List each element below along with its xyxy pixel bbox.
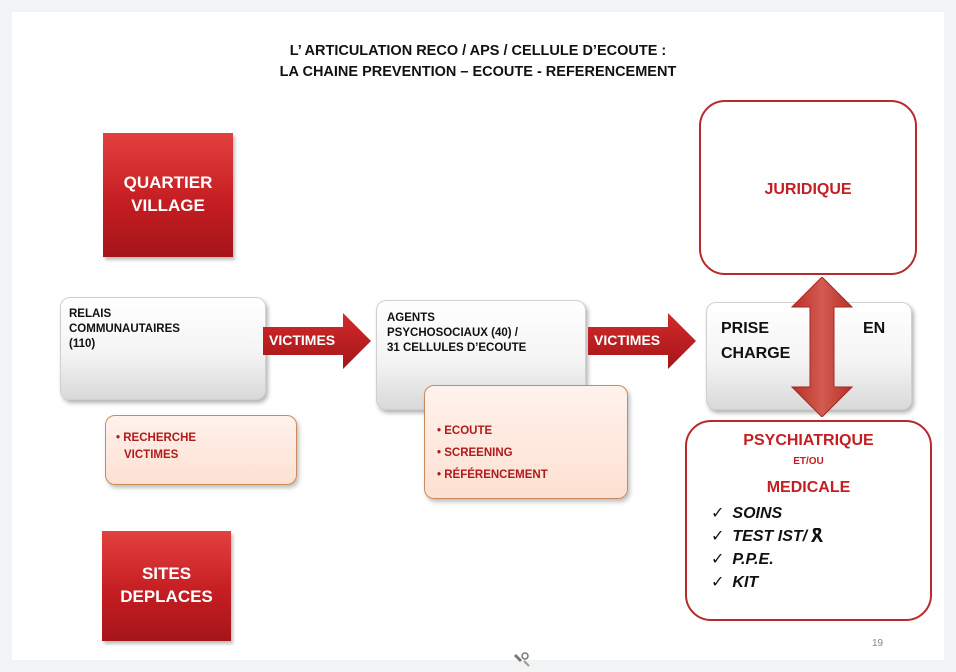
checklist-item: ✓ KIT: [711, 571, 824, 594]
quartier-village-box: QUARTIER VILLAGE: [103, 133, 233, 257]
ecoute-screening-box: • ECOUTE • SCREENING • RÉFÉRENCEMENT: [424, 385, 628, 499]
checklist: ✓ SOINS ✓ TEST IST/ ✓ P.P.E. ✓ KIT: [711, 502, 824, 594]
village-label: VILLAGE: [131, 196, 205, 215]
agents-line-2: PSYCHOSOCIAUX (40) /: [387, 327, 518, 339]
en-label: EN: [863, 320, 886, 337]
soins-label: SOINS: [732, 505, 783, 522]
awareness-ribbon-icon: [811, 528, 824, 542]
quartier-label: QUARTIER: [123, 173, 213, 193]
referencement-label: RÉFÉRENCEMENT: [444, 469, 548, 481]
victimes-label-2: VICTIMES: [594, 332, 661, 348]
tools-icon: [514, 652, 530, 667]
title-line-1: L’ ARTICULATION RECO / APS / CELLULE D’E…: [289, 43, 667, 59]
juridique-label: JURIDIQUE: [764, 181, 852, 198]
victimes-text: VICTIMES: [124, 449, 179, 461]
check-icon: ✓: [711, 551, 725, 568]
sites-label: SITES: [141, 564, 192, 584]
bullet-referencement: • RÉFÉRENCEMENT: [437, 469, 548, 481]
bullet-item: • RECHERCHE: [116, 432, 197, 444]
ppe-label: P.P.E.: [732, 551, 774, 568]
victimes-arrow-1: VICTIMES: [263, 313, 371, 369]
victimes-label-1: VICTIMES: [269, 332, 336, 348]
double-arrow-icon: [790, 277, 854, 417]
check-icon: ✓: [711, 505, 725, 522]
checklist-item: ✓ P.P.E.: [711, 548, 824, 571]
checklist-item: ✓ TEST IST/: [711, 525, 824, 548]
arrow-shape-icon: [263, 313, 371, 369]
bullet-ecoute: • ECOUTE: [437, 425, 493, 437]
prise-label: PRISE: [721, 320, 770, 337]
sites-deplaces-box: SITES DEPLACES: [102, 531, 231, 641]
medicale-label: MEDICALE: [766, 479, 851, 496]
checklist-item: ✓ SOINS: [711, 502, 824, 525]
psychiatrique-label: PSYCHIATRIQUE: [743, 432, 874, 449]
agents-line-3: 31 CELLULES D’ECOUTE: [387, 342, 527, 354]
check-icon: ✓: [711, 574, 725, 591]
recherche-label: RECHERCHE: [123, 432, 197, 444]
relais-line-2: COMMUNAUTAIRES: [69, 323, 180, 335]
kit-label: KIT: [732, 574, 759, 591]
check-icon: ✓: [711, 528, 725, 545]
victimes-arrow-2: VICTIMES: [588, 313, 696, 369]
deplaces-label: DEPLACES: [120, 587, 213, 606]
test-ist-label: TEST IST/: [732, 528, 808, 545]
page-number: 19: [872, 638, 884, 649]
juridique-box: JURIDIQUE: [699, 100, 917, 275]
bullet-screening: • SCREENING: [437, 447, 513, 459]
etou-label: ET/OU: [793, 456, 824, 467]
title-line-2: LA CHAINE PREVENTION – ECOUTE - REFERENC…: [279, 64, 677, 80]
arrow-shape-icon: [588, 313, 696, 369]
ecoute-label: ECOUTE: [444, 425, 493, 437]
relais-line-3: (110): [69, 338, 96, 350]
agents-line-1: AGENTS: [387, 312, 435, 324]
relais-line-1: RELAIS: [69, 308, 112, 320]
relais-communautaires-box: RELAIS COMMUNAUTAIRES (110): [60, 297, 266, 400]
charge-label: CHARGE: [721, 345, 791, 362]
recherche-victimes-box: • RECHERCHE VICTIMES: [105, 415, 297, 485]
psychiatrique-medicale-box: PSYCHIATRIQUE ET/OU MEDICALE ✓ SOINS ✓ TES…: [685, 420, 932, 621]
screening-label: SCREENING: [444, 447, 513, 459]
